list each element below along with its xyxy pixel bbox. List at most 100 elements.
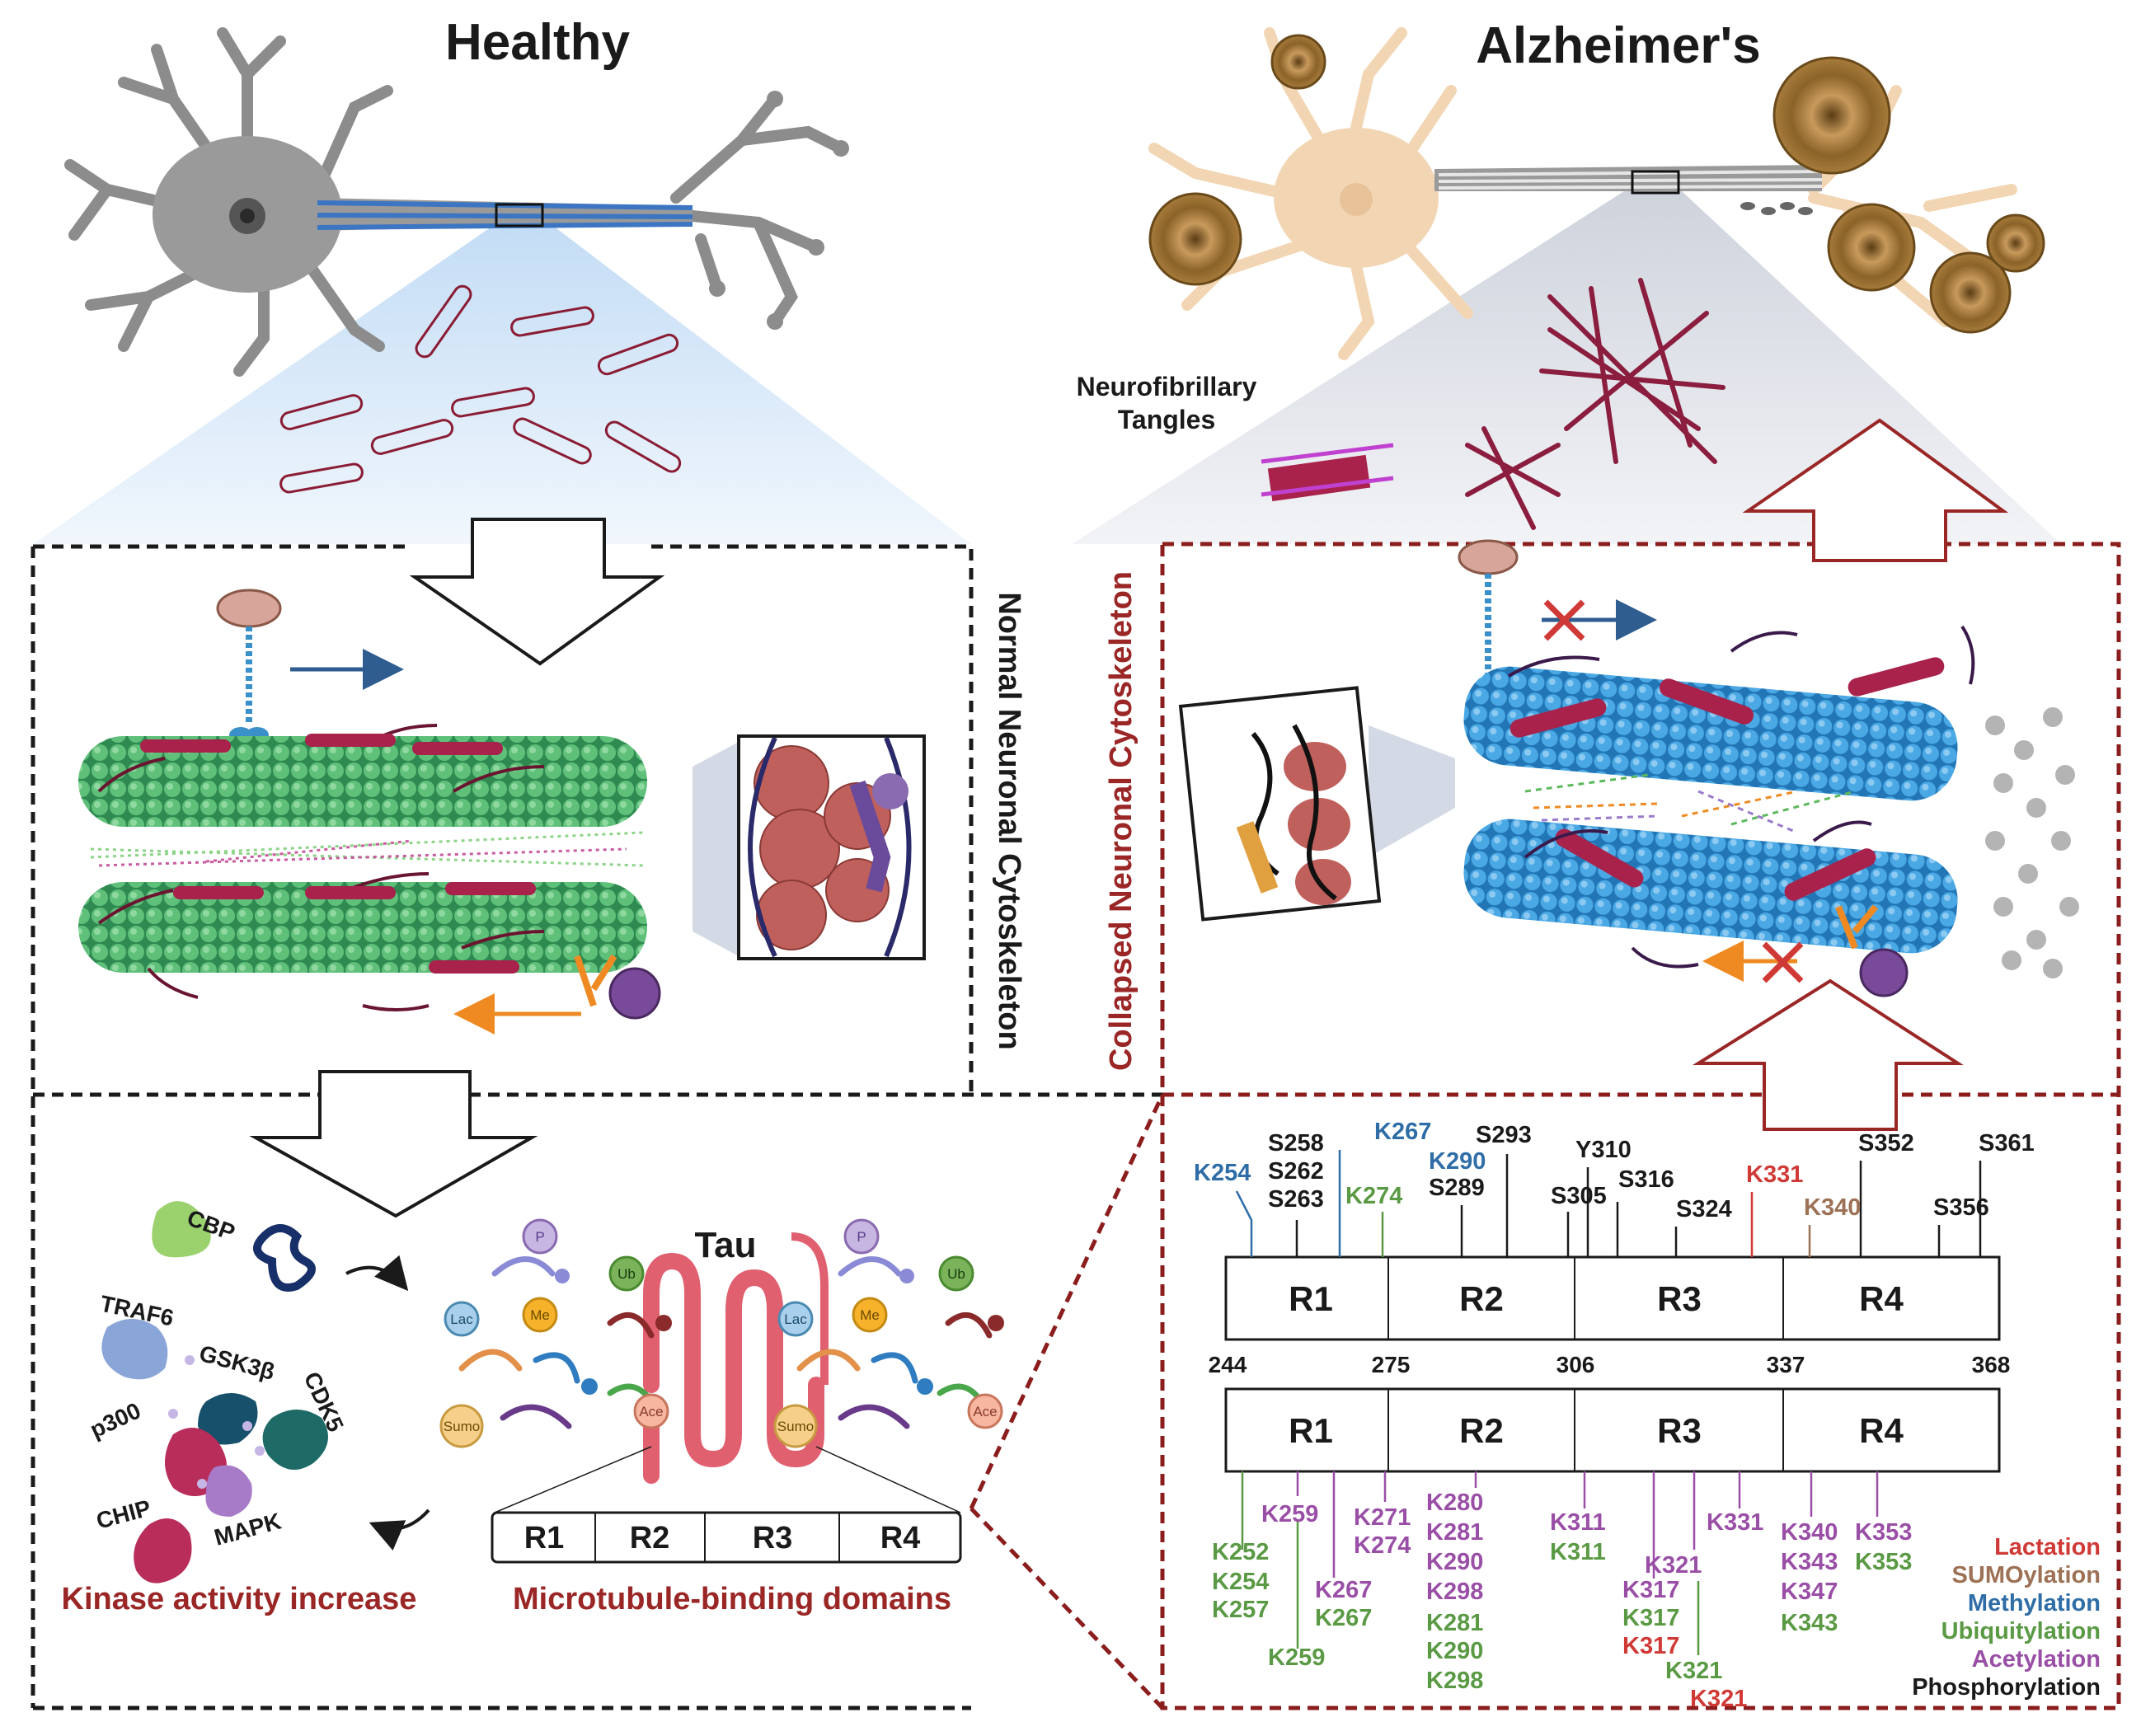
tau-title: Tau [695, 1225, 757, 1265]
flow-arrows [249, 518, 665, 1218]
alzheimers-title: Alzheimer's [1476, 17, 1761, 74]
map-top-r3: R3 [1657, 1279, 1702, 1318]
site-label-bottom: K321 [1690, 1686, 1747, 1712]
site-label-bottom: K311 [1550, 1509, 1606, 1536]
tau-r2: R2 [630, 1521, 670, 1555]
site-label-top: S289 [1429, 1175, 1485, 1201]
tangles-label-line2: Tangles [1118, 405, 1216, 434]
site-label-bottom: K347 [1781, 1579, 1838, 1605]
site-label-bottom: K257 [1212, 1597, 1269, 1623]
domain-bar-bottom [1224, 1387, 2001, 1473]
site-label-top: S305 [1551, 1183, 1607, 1209]
tau-r4: R4 [880, 1521, 921, 1555]
legend-methylation: Methylation [1968, 1590, 2101, 1616]
map-bottom-r4: R4 [1859, 1411, 1904, 1450]
site-label-bottom: K317 [1622, 1577, 1679, 1603]
boundary-368: 368 [1972, 1352, 2011, 1377]
site-label-bottom: K280 [1426, 1490, 1483, 1516]
kinase-caption: Kinase activity increase [62, 1582, 417, 1616]
site-label-top: S263 [1268, 1186, 1324, 1213]
collapsed-cytoskeleton [1178, 539, 2079, 997]
alzheimers-neuron [1072, 27, 2061, 544]
site-label-top: K254 [1194, 1160, 1251, 1186]
badge-p-right: P [857, 1229, 866, 1245]
tau-badge-labels: P Ub Lac Me Ace Sumo P Ub Lac Me Ace Sum… [444, 1229, 998, 1434]
site-label-bottom: K311 [1550, 1539, 1606, 1565]
boundary-337: 337 [1767, 1352, 1805, 1377]
legend-phosphorylation: Phosphorylation [1912, 1674, 2101, 1701]
badge-p-left: P [535, 1229, 544, 1245]
site-label-bottom: K259 [1268, 1645, 1325, 1671]
site-label-bottom: K290 [1426, 1549, 1483, 1575]
boundary-306: 306 [1556, 1352, 1595, 1377]
map-top-r4: R4 [1859, 1279, 1904, 1318]
collapsed-cytoskeleton-label: Collapsed Neuronal Cytoskeleton [1104, 571, 1139, 1071]
bottom-site-leaders [1241, 1471, 1879, 1655]
healthy-neuron [33, 27, 971, 544]
tau-schematic [439, 1218, 1004, 1513]
legend-acetylation: Acetylation [1972, 1646, 2101, 1673]
site-label-bottom: K281 [1426, 1519, 1483, 1546]
badge-lac-left: Lac [450, 1311, 473, 1327]
site-label-bottom: K271 [1354, 1504, 1411, 1531]
site-label-top: S262 [1268, 1158, 1324, 1185]
tau-r3: R3 [753, 1521, 793, 1555]
site-label-top: K267 [1374, 1119, 1431, 1145]
site-label-top: S258 [1268, 1130, 1324, 1157]
badge-me-right: Me [860, 1307, 880, 1323]
enzyme-chip: CHIP [94, 1495, 154, 1534]
boundary-275: 275 [1372, 1352, 1411, 1377]
site-label-bottom: K343 [1781, 1610, 1838, 1636]
site-label-top: S293 [1476, 1122, 1532, 1148]
activity-arrow-top [345, 1255, 409, 1292]
map-top-r2: R2 [1459, 1279, 1504, 1318]
badge-ace-left: Ace [639, 1404, 663, 1419]
badge-me-left: Me [530, 1307, 550, 1323]
site-label-bottom: K340 [1781, 1519, 1838, 1546]
tangles-label-line1: Neurofibrillary [1077, 372, 1257, 401]
collapse-arrows [1693, 418, 2009, 1131]
site-label-bottom: K343 [1781, 1549, 1838, 1575]
site-label-bottom: K317 [1622, 1605, 1679, 1631]
tau-repeat-bar [491, 1511, 962, 1564]
site-label-top: S352 [1858, 1130, 1914, 1157]
legend-sumoylation: SUMOylation [1952, 1562, 2101, 1588]
site-label-bottom: K274 [1354, 1532, 1411, 1559]
site-label-bottom: K353 [1855, 1519, 1912, 1546]
domain-map: R1 R2 R3 R4 R1 R2 R3 R4 244 275 306 337 … [1194, 1119, 2101, 1712]
map-bottom-r1: R1 [1289, 1411, 1333, 1450]
site-label-bottom: K267 [1315, 1605, 1372, 1631]
mtbd-caption: Microtubule-binding domains [513, 1582, 951, 1616]
site-label-bottom: K321 [1665, 1658, 1722, 1684]
map-bottom-r2: R2 [1459, 1411, 1504, 1450]
badge-lac-right: Lac [784, 1311, 807, 1327]
site-label-bottom: K254 [1212, 1569, 1269, 1595]
site-label-bottom: K331 [1707, 1509, 1763, 1536]
normal-cytoskeleton [78, 589, 926, 1035]
badge-ace-right: Ace [973, 1404, 997, 1419]
site-label-bottom: K259 [1261, 1501, 1318, 1527]
site-label-top: Y310 [1575, 1137, 1632, 1163]
map-bottom-r3: R3 [1657, 1411, 1702, 1450]
site-leader [1235, 1190, 1253, 1257]
badge-sumo-right: Sumo [777, 1419, 814, 1434]
site-label-top: K290 [1429, 1148, 1486, 1175]
site-label-bottom: K298 [1426, 1579, 1483, 1605]
tau-r1: R1 [524, 1521, 565, 1555]
badge-sumo-left: Sumo [444, 1419, 480, 1434]
site-label-top: K331 [1746, 1161, 1803, 1188]
site-label-bottom: K298 [1426, 1668, 1483, 1694]
badge-ub-right: Ub [947, 1266, 965, 1282]
site-label-bottom: K317 [1622, 1633, 1679, 1659]
site-label-top: S361 [1979, 1130, 2035, 1157]
top-site-leaders [1235, 1150, 1982, 1257]
healthy-title: Healthy [445, 14, 630, 71]
legend-ubiquitylation: Ubiquitylation [1941, 1618, 2101, 1645]
enzyme-cluster [101, 1201, 328, 1584]
site-label-top: S316 [1618, 1166, 1674, 1193]
site-label-bottom: K267 [1315, 1577, 1372, 1603]
site-label-bottom: K321 [1645, 1552, 1702, 1579]
site-label-top: K274 [1345, 1183, 1402, 1209]
map-top-r1: R1 [1289, 1279, 1333, 1318]
